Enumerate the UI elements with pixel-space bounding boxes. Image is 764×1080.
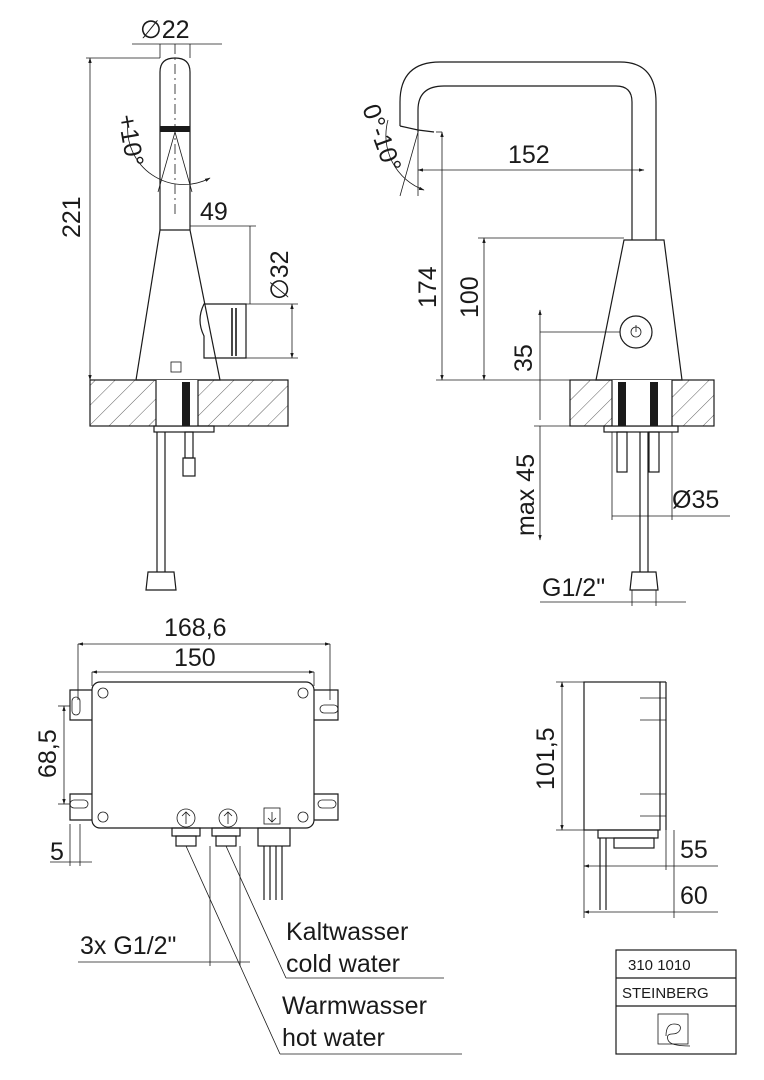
dim-reach: 152: [508, 141, 550, 169]
dim-diameter-spout: ∅22: [140, 16, 190, 44]
label-hot-water-de: Warmwasser: [282, 992, 427, 1020]
label-cold-water-de: Kaltwasser: [286, 918, 408, 946]
dim-box-depth-2: 60: [680, 882, 708, 910]
dim-mount-height: 68,5: [34, 729, 62, 778]
title-block: 310 1010 STEINBERG: [615, 949, 737, 1055]
front-view: 0°-10° 152 174 100 35 max 45 Ø35 G1/2": [356, 61, 730, 606]
dim-diameter-sensor: ∅32: [266, 250, 294, 300]
dim-height-total-side: 221: [58, 196, 86, 238]
logo-mark: [170, 361, 182, 373]
sensor-housing: [199, 303, 247, 359]
dim-box-depth-1: 55: [680, 836, 708, 864]
front-body: [595, 239, 683, 381]
hot-water-port-icon: [218, 808, 238, 828]
dim-sensor-height: 35: [510, 344, 538, 372]
front-spout: [399, 61, 657, 240]
dim-outer-width: 168,6: [164, 614, 227, 642]
control-box-body: [91, 681, 315, 829]
box-side-body: [583, 681, 661, 831]
screw: [97, 811, 109, 823]
brand-logo-icon: [657, 1013, 691, 1047]
label-hot-water-en: hot water: [282, 1024, 385, 1052]
dim-thread-count: 3x G1/2": [80, 932, 176, 960]
dim-thread-front: G1/2": [542, 574, 605, 602]
control-box-view: 168,6 150: [34, 614, 462, 1055]
label-cold-water-en: cold water: [286, 950, 400, 978]
control-box-side-view: 101,5 55 60: [532, 681, 718, 918]
screw: [297, 687, 309, 699]
screw: [97, 687, 109, 699]
dim-max-thickness: max 45: [512, 454, 540, 536]
dim-base-offset: 49: [200, 198, 228, 226]
dim-angle-left: +10°: [112, 112, 149, 168]
article-number: 310 1010: [628, 957, 691, 974]
brand-name: STEINBERG: [622, 985, 709, 1002]
cold-water-port-icon: [176, 808, 196, 828]
dim-height-total-front: 174: [414, 266, 442, 308]
dim-box-height: 101,5: [532, 727, 560, 790]
dim-height-body: 100: [456, 276, 484, 318]
dim-angle-right: 0°-10°: [356, 100, 406, 175]
dim-slot-offset: 5: [50, 838, 64, 866]
screw: [297, 811, 309, 823]
outlet-port-icon: [263, 807, 281, 825]
dim-hole-diameter: Ø35: [672, 486, 719, 514]
dim-inner-width: 150: [174, 644, 216, 672]
side-view: ∅22 221 +10° 49 ∅32: [58, 16, 298, 591]
